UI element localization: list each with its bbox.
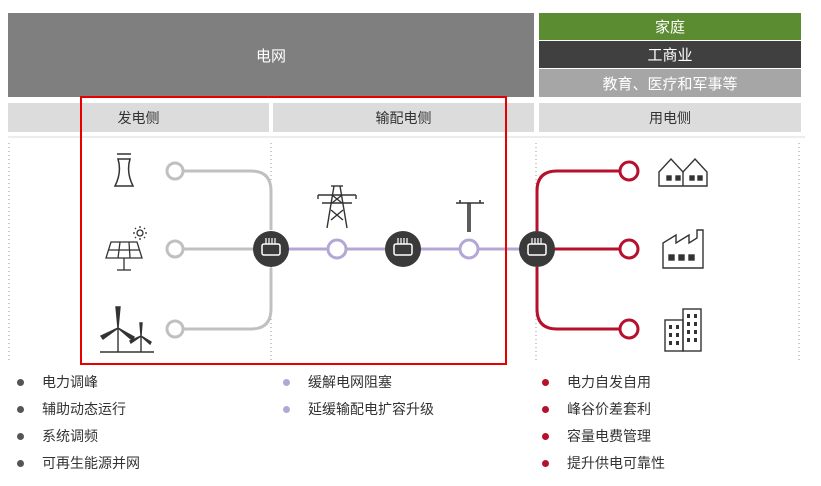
generation-lines bbox=[182, 169, 273, 331]
list-item-text: 系统调频 bbox=[42, 429, 98, 445]
transmission-node-1 bbox=[326, 238, 348, 260]
consumer-side-header: 用电侧 bbox=[539, 103, 801, 132]
list-item-text: 延缓输配电扩容升级 bbox=[308, 402, 434, 418]
battery-storage-icon bbox=[253, 231, 289, 267]
bullet-dot bbox=[542, 405, 549, 413]
generation-list-item: 电力调峰 bbox=[17, 372, 98, 392]
grid-header: 电网 bbox=[8, 13, 534, 97]
office-building-icon bbox=[664, 308, 702, 352]
consumer-node-2 bbox=[618, 238, 640, 260]
transmission-tower-icon bbox=[317, 185, 357, 229]
list-item-text: 缓解电网阻塞 bbox=[308, 375, 392, 391]
consumer-list-item: 峰谷价差套利 bbox=[542, 399, 651, 419]
generation-list-item: 系统调频 bbox=[17, 426, 98, 446]
consumer-lines bbox=[535, 169, 621, 331]
bullet-dot bbox=[17, 378, 24, 386]
highlight-box bbox=[80, 96, 507, 365]
list-item-text: 峰谷价差套利 bbox=[567, 402, 651, 418]
utility-pole-icon bbox=[456, 200, 484, 232]
battery-storage-icon bbox=[385, 231, 421, 267]
transmission-side-header: 输配电侧 bbox=[273, 103, 534, 132]
list-item-text: 提升供电可靠性 bbox=[567, 456, 665, 472]
bullet-dot bbox=[542, 378, 549, 386]
battery-storage-icon bbox=[519, 231, 555, 267]
generation-list-item: 可再生能源并网 bbox=[17, 453, 140, 473]
generation-node-2 bbox=[165, 239, 185, 259]
transmission-list-item: 缓解电网阻塞 bbox=[283, 372, 392, 392]
consumer-list-item: 提升供电可靠性 bbox=[542, 453, 665, 473]
houses-icon bbox=[658, 157, 708, 187]
bullet-dot bbox=[542, 432, 549, 440]
bullet-dot bbox=[283, 405, 290, 413]
industry-header: 工商业 bbox=[539, 41, 801, 68]
consumer-list-item: 容量电费管理 bbox=[542, 426, 651, 446]
consumer-list-item: 电力自发自用 bbox=[542, 372, 651, 392]
public-header: 教育、医疗和军事等 bbox=[539, 69, 801, 97]
transmission-node-2 bbox=[458, 238, 480, 260]
transmission-list-item: 延缓输配电扩容升级 bbox=[283, 399, 434, 419]
power-plant-icon bbox=[113, 153, 135, 187]
home-header: 家庭 bbox=[539, 13, 801, 40]
consumer-node-3 bbox=[618, 318, 640, 340]
consumer-node-1 bbox=[618, 160, 640, 182]
list-item-text: 容量电费管理 bbox=[567, 429, 651, 445]
bullet-dot bbox=[17, 432, 24, 440]
bullet-dot bbox=[283, 378, 290, 386]
generation-list-item: 辅助动态运行 bbox=[17, 399, 126, 419]
solar-panel-icon bbox=[105, 226, 147, 271]
bullet-dot bbox=[17, 459, 24, 467]
generation-node-3 bbox=[165, 319, 185, 339]
list-item-text: 辅助动态运行 bbox=[42, 402, 126, 418]
generation-node-1 bbox=[165, 161, 185, 181]
factory-icon bbox=[662, 229, 704, 269]
list-item-text: 电力自发自用 bbox=[567, 375, 651, 391]
bullet-dot bbox=[542, 459, 549, 467]
list-item-text: 电力调峰 bbox=[42, 375, 98, 391]
list-item-text: 可再生能源并网 bbox=[42, 456, 140, 472]
wind-turbine-icon bbox=[99, 306, 154, 353]
generation-side-header: 发电侧 bbox=[8, 103, 269, 132]
bullet-dot bbox=[17, 405, 24, 413]
